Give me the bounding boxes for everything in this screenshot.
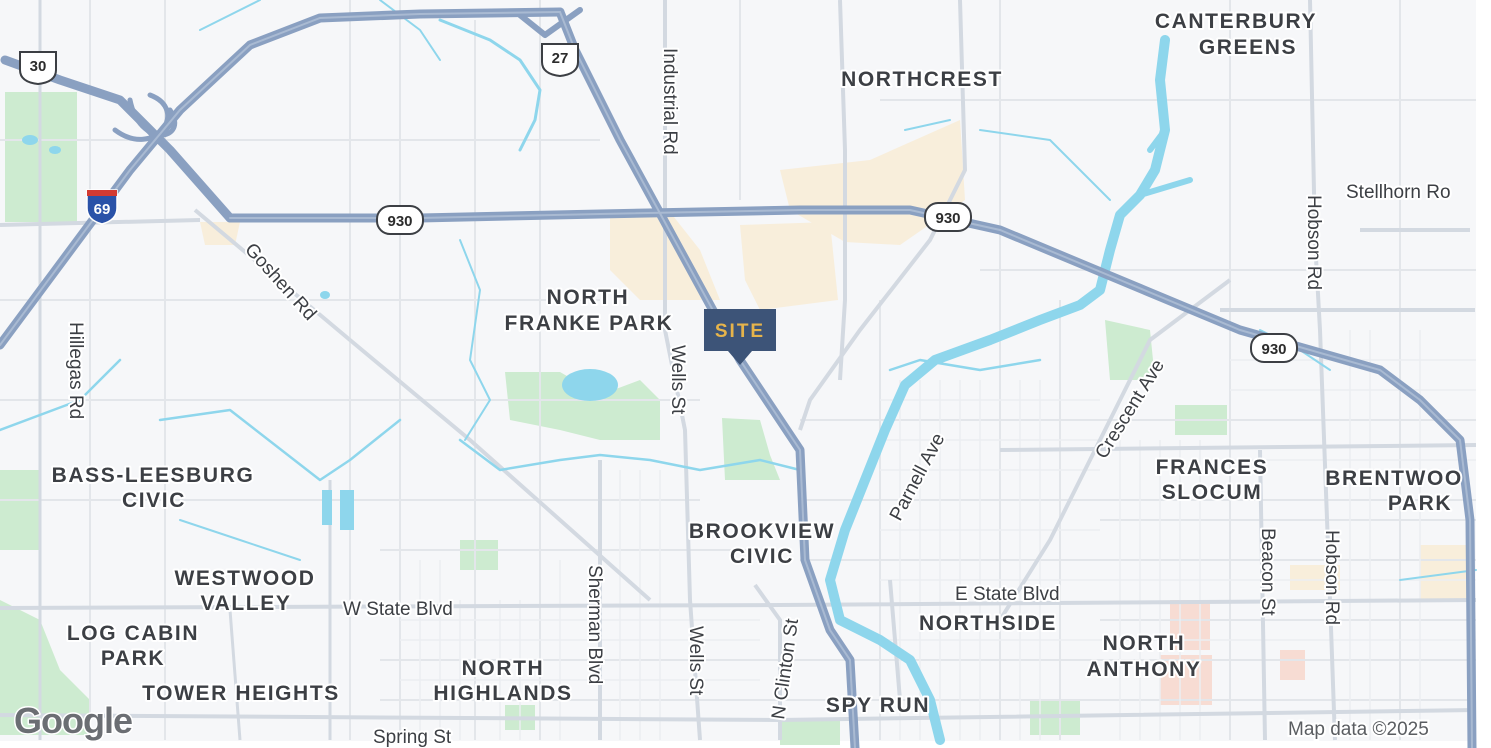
label-northcrest: NORTHCREST: [841, 68, 1003, 91]
label-bass-civic: CIVIC: [122, 489, 186, 512]
map-attribution-text: Map data ©2025: [1288, 719, 1429, 740]
site-marker[interactable]: SITE: [704, 309, 776, 365]
label-tower-heights: TOWER HEIGHTS: [142, 682, 340, 705]
label-wells-st-south: Wells St: [685, 626, 706, 696]
label-industrial-rd: Industrial Rd: [659, 48, 680, 155]
rivers: [0, 0, 1477, 581]
highway-centerlines: [0, 11, 1473, 748]
label-frances: FRANCES: [1156, 456, 1269, 479]
sr-930-shield-icon: 930: [376, 205, 424, 235]
label-franke-park: FRANKE PARK: [505, 312, 674, 335]
label-log-cabin-park: PARK: [101, 647, 165, 670]
lakes: [22, 135, 618, 530]
label-canterbury: CANTERBURY: [1155, 10, 1317, 33]
river-branch: [1137, 127, 1193, 198]
label-north-franke: NORTH: [547, 286, 630, 309]
map-edge: [1476, 0, 1491, 748]
sr-930-label-center: 930: [935, 210, 960, 227]
label-w-state-blvd: W State Blvd: [343, 599, 453, 620]
google-logo-text: Google: [14, 700, 132, 741]
neighborhood-labels: CANTERBURY GREENS NORTHCREST NORTH FRANK…: [50, 8, 1464, 719]
label-hillegas-rd: Hillegas Rd: [65, 322, 86, 419]
label-log-cabin: LOG CABIN: [67, 622, 199, 645]
us-27-shield-icon: 27: [541, 43, 579, 78]
label-highlands: HIGHLANDS: [433, 682, 572, 705]
site-marker-box[interactable]: [704, 309, 776, 351]
label-wells-st-north: Wells St: [667, 345, 688, 415]
label-anthony: ANTHONY: [1086, 658, 1201, 681]
label-hobson-rd-south: Hobson Rd: [1321, 530, 1342, 625]
label-bass-leesburg: BASS-LEESBURG: [52, 464, 255, 487]
label-westwood: WESTWOOD: [174, 567, 315, 590]
label-northside: NORTHSIDE: [919, 612, 1057, 635]
i-69-label: 69: [94, 201, 111, 218]
site-marker-label: SITE: [715, 321, 765, 342]
label-stellhorn-rd: Stellhorn Ro: [1346, 182, 1451, 203]
label-hobson-rd-north: Hobson Rd: [1303, 195, 1324, 290]
sr-930-label-east: 930: [1261, 341, 1286, 358]
label-slocum: SLOCUM: [1162, 481, 1263, 504]
map-edge-bottom: [0, 741, 1491, 748]
us-30-label: 30: [30, 58, 47, 75]
label-spy-run: SPY RUN: [826, 694, 930, 717]
label-north-anthony: NORTH: [1103, 632, 1186, 655]
label-valley: VALLEY: [201, 592, 292, 615]
label-e-state-blvd: E State Blvd: [955, 584, 1060, 605]
label-sherman-blvd: Sherman Blvd: [584, 565, 605, 684]
sr-930-label-west: 930: [387, 213, 412, 230]
label-north-highlands: NORTH: [462, 657, 545, 680]
main-river: [825, 35, 1170, 745]
sr-930-shield-icon: 930: [924, 202, 972, 232]
google-logo[interactable]: Google: [13, 699, 135, 743]
sr-930-shield-icon: 930: [1250, 333, 1298, 363]
us-30-shield-icon: 30: [19, 51, 57, 86]
interstate-69-shield-icon: 69: [86, 189, 118, 225]
label-brookview: BROOKVIEW: [689, 520, 835, 543]
us-27-label: 27: [552, 50, 569, 67]
site-marker-pointer-icon: [728, 351, 752, 365]
label-greens: GREENS: [1199, 36, 1297, 59]
label-brentwood-park: PARK: [1388, 492, 1452, 515]
label-brookview-civic: CIVIC: [730, 545, 794, 568]
label-beacon-st: Beacon St: [1257, 528, 1278, 616]
label-brentwood: BRENTWOO: [1325, 467, 1463, 490]
label-spring-st: Spring St: [373, 727, 452, 748]
map-attribution[interactable]: Map data ©2025: [1286, 717, 1431, 742]
